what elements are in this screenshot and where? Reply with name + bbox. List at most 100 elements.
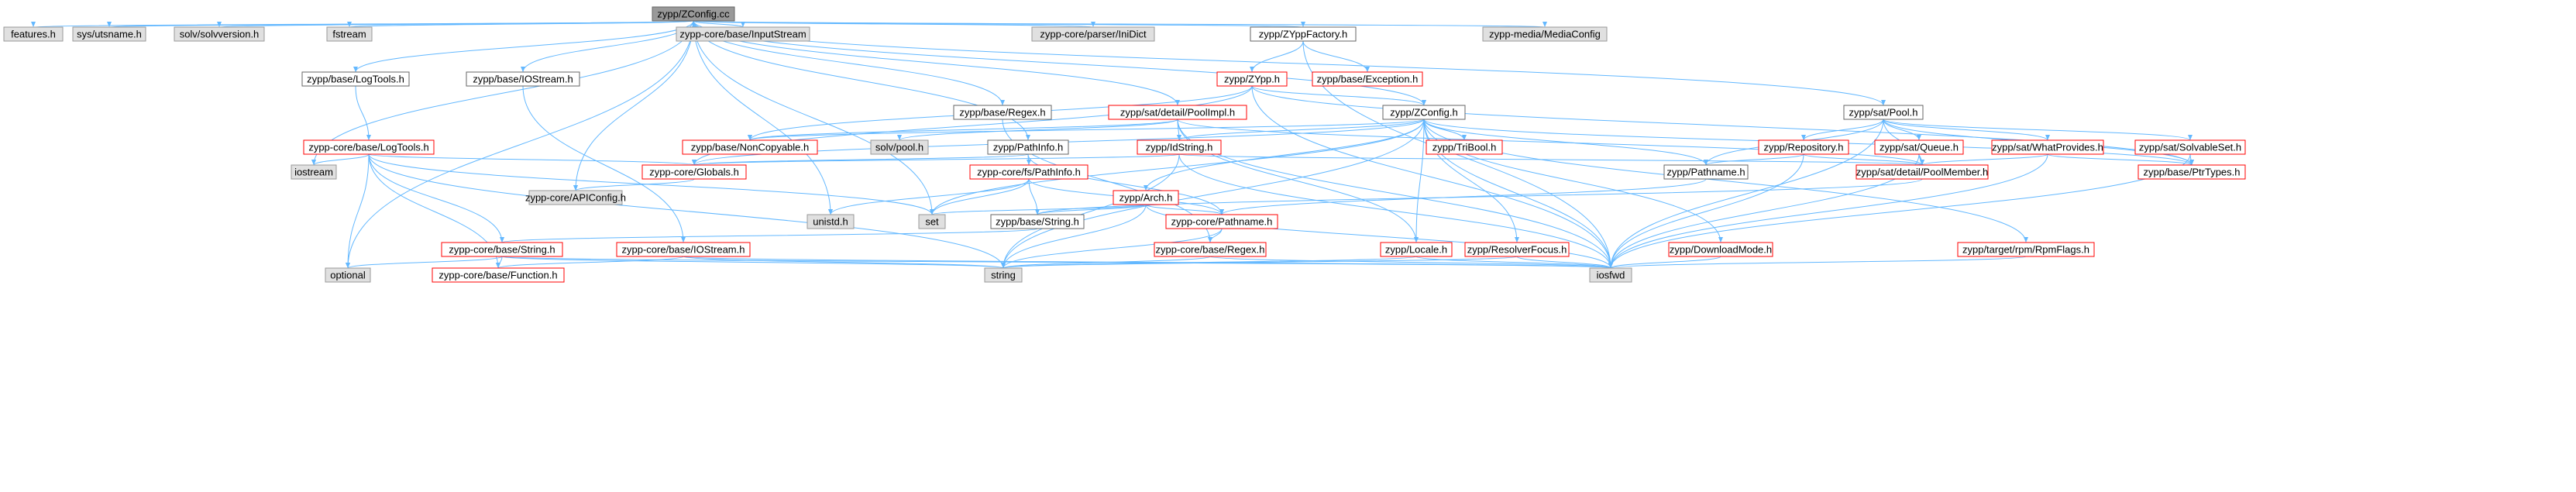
dependency-edge: [368, 153, 695, 166]
graph-node[interactable]: zypp/base/String.h: [990, 214, 1085, 229]
graph-node[interactable]: zypp/base/IOStream.h: [466, 71, 580, 87]
graph-node: solv/pool.h: [870, 139, 929, 155]
graph-node[interactable]: zypp/ZYpp.h: [1216, 71, 1288, 87]
node-box: [616, 242, 751, 257]
node-box: [1154, 242, 1267, 257]
graph-node[interactable]: zypp/sat/Pool.h: [1843, 105, 1924, 120]
graph-node[interactable]: zypp/target/rpm/RpmFlags.h: [1957, 242, 2095, 257]
node-label: zypp-core/parser/IniDict: [1040, 29, 1147, 40]
graph-node[interactable]: zypp/sat/Queue.h: [1874, 139, 1964, 155]
dependency-edge: [1415, 119, 1425, 243]
node-label: zypp/base/LogTools.h: [307, 74, 404, 85]
edge-arrowhead: [347, 22, 352, 27]
dependency-edge: [497, 256, 684, 269]
graph-node[interactable]: zypp-core/base/LogTools.h: [303, 139, 435, 155]
dependency-edge: [1921, 153, 2048, 166]
edge-arrowhead: [2189, 160, 2194, 165]
edge-arrowhead: [1001, 263, 1006, 268]
graph-node[interactable]: zypp-core/Pathname.h: [1165, 214, 1278, 229]
dependency-edge: [1803, 153, 1923, 166]
graph-node[interactable]: zypp-core/base/Regex.h: [1154, 242, 1267, 257]
node-box: [301, 71, 410, 87]
graph-node: set: [918, 214, 946, 229]
graph-node[interactable]: zypp/sat/SolvableSet.h: [2134, 139, 2246, 155]
dependency-edge: [501, 228, 1038, 243]
node-box: [1031, 26, 1155, 42]
graph-node[interactable]: zypp/base/LogTools.h: [301, 71, 410, 87]
node-label: iostream: [294, 167, 333, 178]
graph-node[interactable]: zypp/IdString.h: [1137, 139, 1222, 155]
dependency-edge: [1003, 256, 1211, 269]
graph-node[interactable]: zypp/DownloadMode.h: [1668, 242, 1773, 257]
graph-node[interactable]: zypp-core/fs/PathInfo.h: [969, 164, 1089, 180]
node-box: [441, 242, 563, 257]
graph-node[interactable]: zypp/ZConfig.cc: [652, 6, 735, 22]
dependency-edge: [1037, 178, 1923, 215]
edge-arrowhead: [353, 67, 358, 72]
node-label: zypp-media/MediaConfig: [1489, 29, 1601, 40]
dependency-edge: [1145, 204, 1611, 269]
dependency-edge: [1883, 119, 2048, 141]
graph-node[interactable]: zypp/base/NonCopyable.h: [682, 139, 818, 155]
graph-node[interactable]: zypp/sat/detail/PoolMember.h: [1855, 164, 1989, 180]
graph-node[interactable]: zypp/base/Regex.h: [953, 105, 1052, 120]
node-label: optional: [330, 270, 366, 281]
dependency-edge: [1883, 119, 2191, 141]
dependency-edge: [1037, 204, 1147, 215]
graph-node[interactable]: zypp/ZConfig.h: [1382, 105, 1466, 120]
node-box: [676, 26, 810, 42]
graph-node[interactable]: zypp-core/Globals.h: [641, 164, 747, 180]
dependency-edge: [1145, 204, 1223, 215]
graph-node[interactable]: zypp/Locale.h: [1380, 242, 1453, 257]
graph-node: zypp-media/MediaConfig: [1482, 26, 1608, 42]
node-label: zypp/base/Exception.h: [1317, 74, 1419, 85]
dependency-edge: [501, 256, 1004, 269]
graph-node: string: [984, 267, 1023, 283]
dependency-edge: [313, 20, 694, 166]
dependency-edge: [1177, 119, 1923, 166]
node-label: zypp-core/fs/PathInfo.h: [977, 167, 1081, 178]
node-box: [174, 26, 265, 42]
graph-node[interactable]: zypp/base/Exception.h: [1312, 71, 1423, 87]
graph-node[interactable]: zypp/TriBool.h: [1426, 139, 1503, 155]
graph-node[interactable]: zypp/ResolverFocus.h: [1464, 242, 1570, 257]
dependency-edge: [931, 119, 1425, 215]
node-box: [1663, 164, 1749, 180]
dependency-edge: [347, 20, 694, 269]
node-box: [1108, 105, 1247, 120]
graph-node[interactable]: zypp/Repository.h: [1758, 139, 1849, 155]
graph-node[interactable]: zypp/PathInfo.h: [987, 139, 1069, 155]
node-box: [1957, 242, 2095, 257]
node-label: zypp/IdString.h: [1146, 142, 1213, 153]
edge-arrowhead: [1515, 237, 1519, 243]
graph-node[interactable]: zypp-core/base/String.h: [441, 242, 563, 257]
node-box: [1482, 26, 1608, 42]
graph-node[interactable]: zypp/sat/WhatProvides.h: [1991, 139, 2104, 155]
node-box: [1426, 139, 1503, 155]
dependency-edge: [683, 256, 1004, 269]
node-box: [325, 267, 371, 283]
graph-node: iostream: [291, 164, 337, 180]
graph-node[interactable]: zypp/sat/detail/PoolImpl.h: [1108, 105, 1247, 120]
graph-node[interactable]: zypp/Pathname.h: [1663, 164, 1749, 180]
edge-arrowhead: [1035, 209, 1040, 215]
edge-arrowhead: [346, 263, 350, 268]
dependency-edge: [683, 256, 1611, 269]
dependency-edge: [368, 153, 933, 215]
node-box: [432, 267, 565, 283]
graph-node[interactable]: zypp-core/base/Function.h: [432, 267, 565, 283]
graph-node[interactable]: zypp/ZYppFactory.h: [1250, 26, 1357, 42]
node-label: zypp-core/base/Function.h: [439, 270, 557, 281]
graph-node[interactable]: zypp/base/PtrTypes.h: [2137, 164, 2246, 180]
node-box: [1250, 26, 1357, 42]
node-label: zypp/base/PtrTypes.h: [2143, 167, 2240, 178]
node-box: [1464, 242, 1570, 257]
dependency-edge: [347, 256, 503, 269]
node-label: zypp/TriBool.h: [1432, 142, 1497, 153]
dependency-edge: [1705, 153, 1804, 166]
graph-node[interactable]: zypp/Arch.h: [1113, 190, 1179, 205]
dependency-edge: [1178, 119, 1425, 141]
graph-node: unistd.h: [807, 214, 855, 229]
graph-node[interactable]: zypp-core/base/IOStream.h: [616, 242, 751, 257]
